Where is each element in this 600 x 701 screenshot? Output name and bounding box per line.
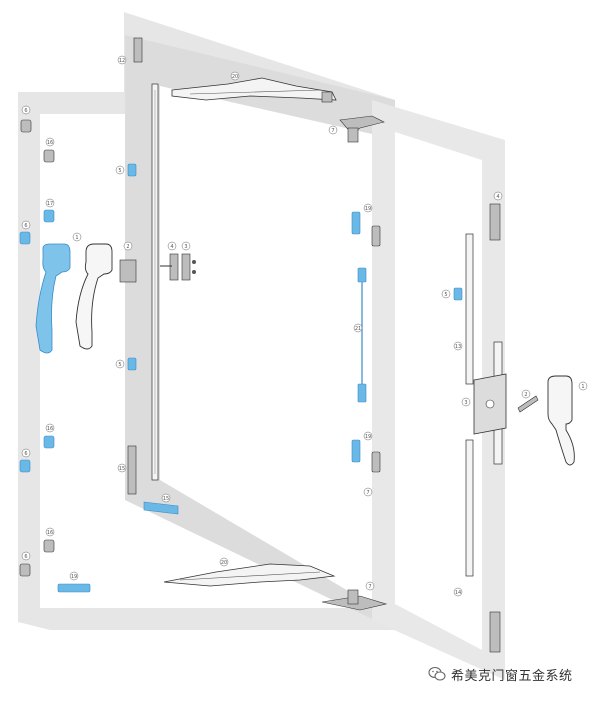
callout-2-left: 2: [123, 241, 133, 251]
callout-7-c: 6: [21, 448, 31, 458]
callout-19-top: 19: [363, 203, 373, 213]
callout-7-b: 6: [21, 220, 31, 230]
svg-text:15: 15: [119, 466, 125, 472]
callout-15-b: 16: [45, 423, 55, 433]
callout-8-mid: 7: [363, 487, 373, 497]
stay-arm-bottom: [163, 563, 388, 611]
svg-text:13: 13: [455, 344, 461, 350]
handle-dark: [75, 243, 113, 350]
callout-20-top: 20: [230, 71, 240, 81]
callout-5: 4: [493, 191, 503, 201]
keeper-7-blue-lower: [19, 459, 31, 473]
keeper-7-blue: [19, 231, 31, 245]
svg-text:4: 4: [170, 244, 173, 250]
callout-21: 21: [353, 323, 363, 333]
callout-14-lower: 15: [117, 463, 127, 473]
callout-7-d: 6: [21, 551, 31, 561]
corner-drive-top: [133, 37, 143, 63]
callout-labels: 12 20 7 6 16 5 17 6 1 2 4 3 5 16 6 15 15…: [21, 55, 588, 597]
keeper-15-upper: [43, 149, 55, 163]
callout-1-left: 1: [72, 232, 82, 242]
left-handles: [35, 243, 137, 354]
watermark: 希美克门窗五金系统: [428, 664, 573, 684]
svg-text:16: 16: [47, 140, 53, 146]
callout-8-top: 7: [328, 125, 338, 135]
callout-20-bottom: 20: [219, 557, 229, 567]
svg-text:7: 7: [331, 128, 334, 134]
keeper-15-blue: [43, 435, 55, 449]
svg-text:15: 15: [163, 496, 169, 502]
callout-2-right: 2: [521, 389, 531, 399]
callout-15-a: 16: [45, 137, 55, 147]
svg-text:2: 2: [524, 392, 527, 398]
svg-text:19: 19: [71, 574, 77, 580]
callout-19-lower: 19: [363, 431, 373, 441]
callout-14-top: 12: [117, 55, 127, 65]
wechat-icon: [428, 666, 446, 681]
svg-text:19: 19: [365, 206, 371, 212]
svg-text:6: 6: [24, 554, 27, 560]
svg-text:6: 6: [24, 223, 27, 229]
svg-text:5: 5: [118, 168, 121, 174]
svg-text:5: 5: [444, 292, 447, 298]
callout-6-right: 5: [441, 289, 451, 299]
handle-right: [547, 375, 575, 466]
callout-3-right: 3: [461, 397, 471, 407]
keeper-7-top: [20, 119, 32, 133]
svg-text:21: 21: [355, 326, 361, 332]
svg-text:3: 3: [184, 244, 187, 250]
callout-13: 14: [453, 587, 463, 597]
svg-text:16: 16: [47, 426, 53, 432]
callout-6-b: 5: [115, 359, 125, 369]
callout-6-a: 5: [115, 165, 125, 175]
callout-3-left: 3: [181, 241, 191, 251]
callout-12: 13: [453, 341, 463, 351]
callout-15-c: 16: [45, 527, 55, 537]
keeper-7-lower: [19, 563, 31, 577]
callout-16: 17: [45, 198, 55, 208]
svg-text:1: 1: [75, 235, 78, 241]
left-column-keepers: [19, 119, 91, 593]
svg-text:7: 7: [368, 584, 371, 590]
keeper-6-blue-top: [127, 163, 137, 177]
keeper-6-blue-right: [453, 287, 463, 301]
callout-1-right: 1: [578, 381, 588, 391]
bottom-corner: [489, 611, 501, 653]
callout-7-a: 6: [21, 105, 31, 115]
svg-text:14: 14: [455, 590, 461, 596]
callout-14-blue: 15: [161, 493, 171, 503]
left-espagnolette: [127, 37, 196, 515]
svg-text:19: 19: [365, 434, 371, 440]
svg-text:16: 16: [47, 530, 53, 536]
gearbox-plate: [119, 259, 137, 283]
svg-text:20: 20: [232, 74, 238, 80]
right-espagnolette: [453, 203, 575, 653]
svg-text:3: 3: [464, 400, 467, 406]
svg-text:2: 2: [126, 244, 129, 250]
keeper-15-lower: [43, 539, 55, 553]
svg-text:4: 4: [496, 194, 499, 200]
svg-text:5: 5: [118, 362, 121, 368]
callout-8-bottom: 7: [365, 581, 375, 591]
corner-drive-lower: [127, 445, 137, 495]
handle-blue: [35, 243, 71, 354]
keeper-17-blue: [57, 583, 91, 593]
svg-text:6: 6: [24, 108, 27, 114]
callout-4: 4: [167, 241, 177, 251]
middle-keepers: [351, 211, 381, 473]
bottom-bar-14-blue: [143, 501, 179, 515]
svg-text:1: 1: [581, 384, 584, 390]
svg-text:6: 6: [24, 451, 27, 457]
stay-arm-top: [171, 77, 385, 143]
top-corner-5: [489, 203, 501, 241]
keeper-16-blue: [43, 209, 55, 223]
svg-text:17: 17: [47, 201, 53, 207]
svg-text:12: 12: [119, 58, 125, 64]
watermark-text: 希美克门窗五金系统: [451, 668, 573, 684]
callout-17: 19: [69, 571, 79, 581]
svg-text:7: 7: [366, 490, 369, 496]
keeper-6-blue-lower: [127, 357, 137, 371]
svg-text:20: 20: [221, 560, 227, 566]
